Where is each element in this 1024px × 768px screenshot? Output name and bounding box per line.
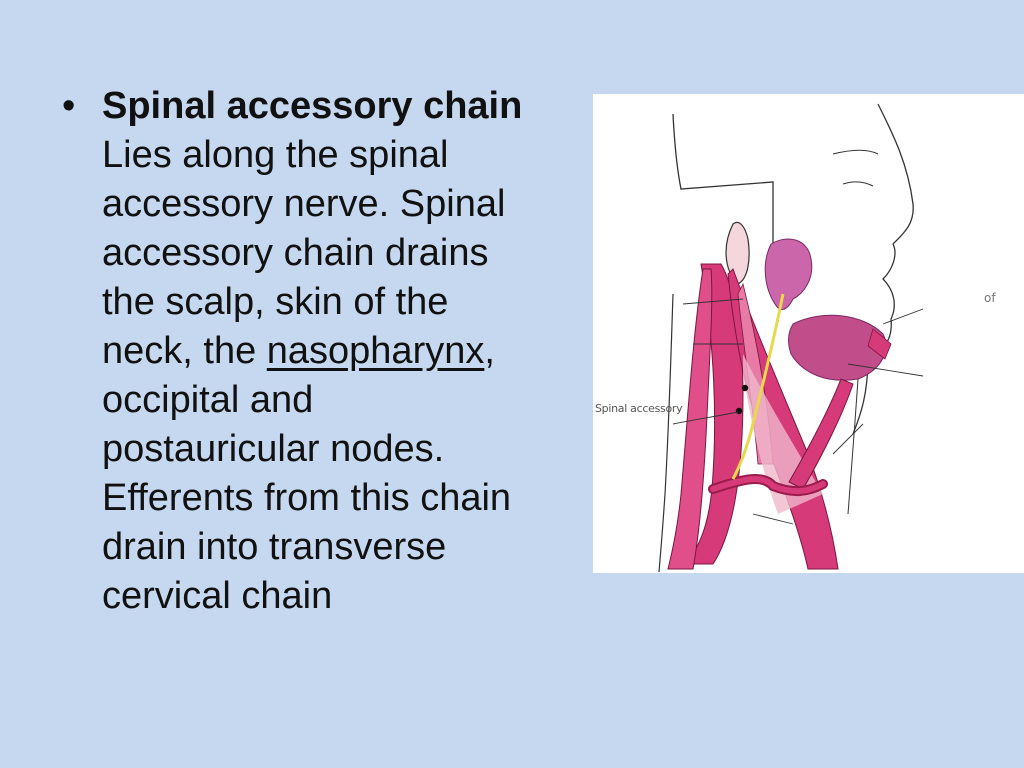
body-line-with-link: neck, the nasopharynx, bbox=[102, 327, 572, 376]
spinal-accessory-label: Spinal accessory bbox=[595, 402, 683, 415]
body-line: Lies along the spinal bbox=[102, 134, 449, 176]
body-line: occipital and bbox=[102, 379, 314, 421]
body-line: cervical chain bbox=[102, 575, 333, 617]
bullet-text: Spinal accessory chain Lies along the sp… bbox=[102, 82, 572, 621]
neck-anatomy-drawing bbox=[658, 103, 924, 573]
body-line: drain into transverse bbox=[102, 526, 447, 568]
nasopharynx-link[interactable]: nasopharynx bbox=[266, 330, 485, 372]
bullet-heading: Spinal accessory chain bbox=[102, 85, 523, 127]
body-line: the scalp, skin of the bbox=[102, 281, 449, 323]
figure-edge-mark: of bbox=[984, 291, 996, 305]
neck-anatomy-illustration: Spinal accessory of bbox=[593, 94, 1024, 573]
bullet-marker: • bbox=[62, 85, 76, 127]
body-text: neck, the bbox=[102, 330, 267, 372]
body-line: accessory chain drains bbox=[102, 232, 489, 274]
body-line: accessory nerve. Spinal bbox=[102, 183, 506, 225]
body-text: , bbox=[484, 330, 495, 372]
body-line: Efferents from this chain bbox=[102, 477, 512, 519]
body-line: postauricular nodes. bbox=[102, 428, 445, 470]
